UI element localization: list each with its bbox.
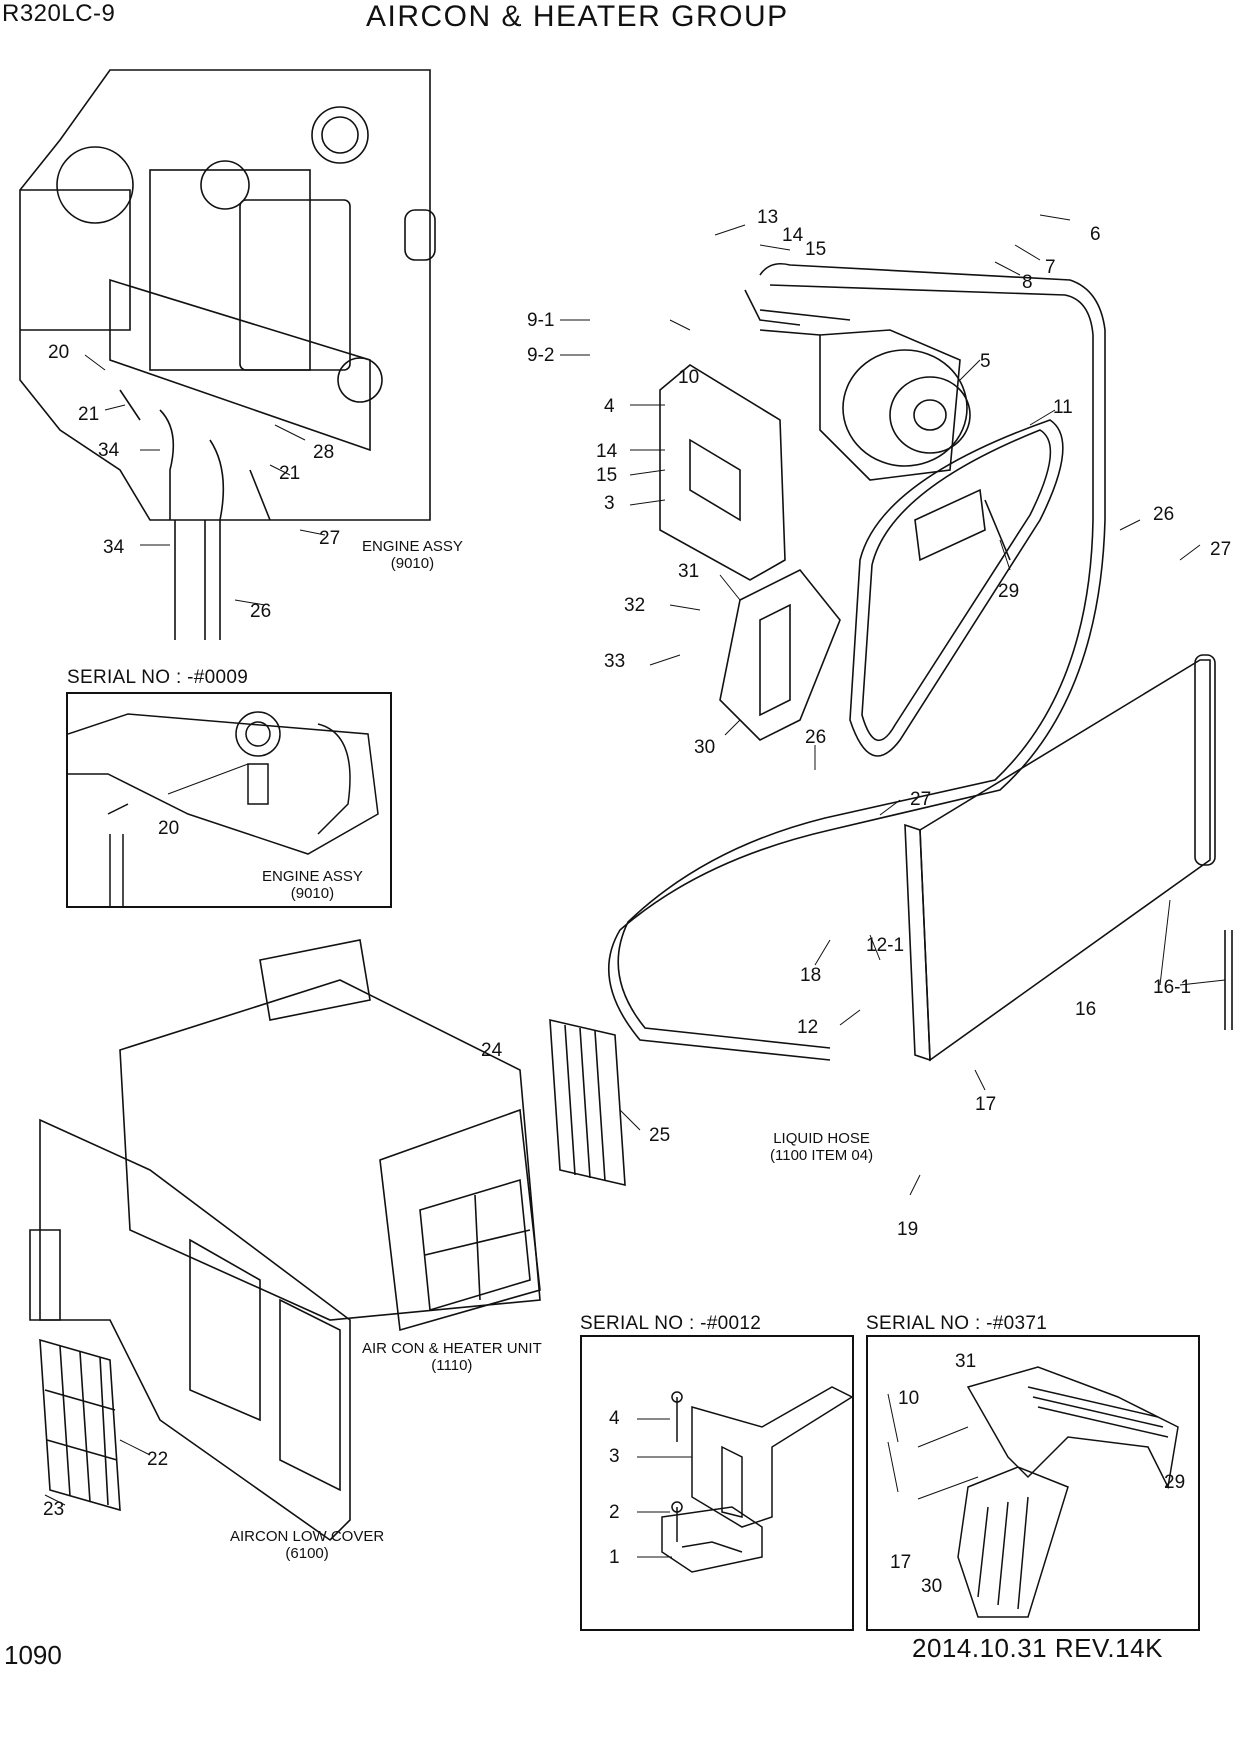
serial-label-0009: SERIAL NO : -#0009 xyxy=(67,667,249,688)
inset-0012-drawing xyxy=(637,1386,852,1573)
callout-16: 16 xyxy=(1075,999,1097,1020)
inset-0012-callout-1: 1 xyxy=(609,1547,620,1568)
callout-9-2: 9-2 xyxy=(527,345,555,366)
callout-28: 28 xyxy=(313,442,335,463)
revision-date: 2014.10.31 REV.14K xyxy=(912,1633,1163,1663)
callout-25: 25 xyxy=(649,1125,671,1146)
callout-11: 11 xyxy=(1053,397,1073,418)
callout-14: 14 xyxy=(782,225,804,246)
callout-8: 8 xyxy=(1022,272,1033,293)
callout-21b: 21 xyxy=(279,463,301,484)
callout-26c: 26 xyxy=(250,601,272,622)
callout-23: 23 xyxy=(43,1499,65,1520)
callout-24: 24 xyxy=(481,1040,503,1061)
callout-34b: 34 xyxy=(103,537,125,558)
inset-serial-0009: 20 ENGINE ASSY(9010) xyxy=(66,692,392,908)
callout-32: 32 xyxy=(624,595,646,616)
inset-0012-callout-4: 4 xyxy=(609,1408,620,1429)
inset-0371-callout-31: 31 xyxy=(955,1351,977,1372)
callout-10: 10 xyxy=(678,367,700,388)
heater-unit-drawing xyxy=(119,939,541,1332)
note-liquid-hose: LIQUID HOSE(1100 ITEM 04) xyxy=(770,1130,874,1164)
callout-26b: 26 xyxy=(805,727,827,748)
inset-0012-callout-3: 3 xyxy=(609,1446,620,1467)
serial-label-0012: SERIAL NO : -#0012 xyxy=(580,1313,762,1334)
bracket-drawing xyxy=(659,364,786,581)
callout-27: 27 xyxy=(1210,539,1232,560)
callout-14b: 14 xyxy=(596,441,618,462)
condenser-drawing xyxy=(904,654,1233,1062)
callout-26: 26 xyxy=(1153,504,1175,525)
inset-0371-drawing xyxy=(887,1366,1179,1618)
inset-serial-0012: 4 3 2 1 xyxy=(580,1335,854,1631)
callout-3: 3 xyxy=(604,493,615,514)
filter-drawing xyxy=(549,1018,626,1187)
inset-0371-callout-17: 17 xyxy=(890,1552,912,1573)
callout-18: 18 xyxy=(800,965,822,986)
callout-19: 19 xyxy=(897,1219,919,1240)
callout-27b: 27 xyxy=(910,789,932,810)
callout-9-1: 9-1 xyxy=(527,310,555,331)
inset-0009-drawing xyxy=(68,711,379,906)
callout-34: 34 xyxy=(98,440,120,461)
callout-7: 7 xyxy=(1045,257,1056,278)
inset-serial-0371: 31 10 17 29 30 xyxy=(866,1335,1200,1631)
page-title: AIRCON & HEATER GROUP xyxy=(366,0,789,33)
model-number: R320LC-9 xyxy=(2,0,116,27)
note-engine-assy: ENGINE ASSY(9010) xyxy=(362,538,463,572)
callout-15b: 15 xyxy=(596,465,618,486)
inset-0009-note-engine-assy: ENGINE ASSY(9010) xyxy=(262,868,363,902)
note-aircon-low-cover: AIRCON LOW COVER(6100) xyxy=(230,1528,385,1562)
callout-31: 31 xyxy=(678,561,700,582)
callout-4: 4 xyxy=(604,396,615,417)
callout-13: 13 xyxy=(757,207,779,228)
callout-17: 17 xyxy=(975,1094,997,1115)
callout-20: 20 xyxy=(48,342,70,363)
page-number: 1090 xyxy=(4,1640,62,1670)
inset-0371-callout-10: 10 xyxy=(898,1388,920,1409)
compressor-drawing xyxy=(744,289,971,481)
callout-15: 15 xyxy=(805,239,827,260)
callout-29: 29 xyxy=(998,581,1020,602)
serial-label-0371: SERIAL NO : -#0371 xyxy=(866,1313,1048,1334)
inset-0009-callout-20: 20 xyxy=(158,818,180,839)
belt-cover-drawing xyxy=(914,488,1011,562)
callout-5: 5 xyxy=(980,351,991,372)
callout-6: 6 xyxy=(1090,224,1101,245)
mount-plate-drawing xyxy=(719,568,841,741)
callout-33: 33 xyxy=(604,651,626,672)
callout-12: 12 xyxy=(797,1017,819,1038)
belt-drawing xyxy=(849,419,1064,757)
note-aircon-heater-unit: AIR CON & HEATER UNIT(1110) xyxy=(362,1340,542,1374)
hose-drawing xyxy=(608,262,1106,1061)
callout-12-1: 12-1 xyxy=(866,935,905,956)
leader-lines xyxy=(44,214,1226,1506)
grille-drawing xyxy=(39,1338,121,1512)
callout-21: 21 xyxy=(78,404,100,425)
callout-22: 22 xyxy=(147,1449,169,1470)
callout-27c: 27 xyxy=(319,528,341,549)
inset-0371-callout-29: 29 xyxy=(1164,1472,1186,1493)
callout-16-1: 16-1 xyxy=(1153,977,1192,998)
inset-0012-callout-2: 2 xyxy=(609,1502,620,1523)
low-cover-drawing xyxy=(29,1118,351,1542)
inset-0371-callout-30: 30 xyxy=(921,1576,943,1597)
engine-assembly-drawing xyxy=(19,69,436,640)
callout-30: 30 xyxy=(694,737,716,758)
